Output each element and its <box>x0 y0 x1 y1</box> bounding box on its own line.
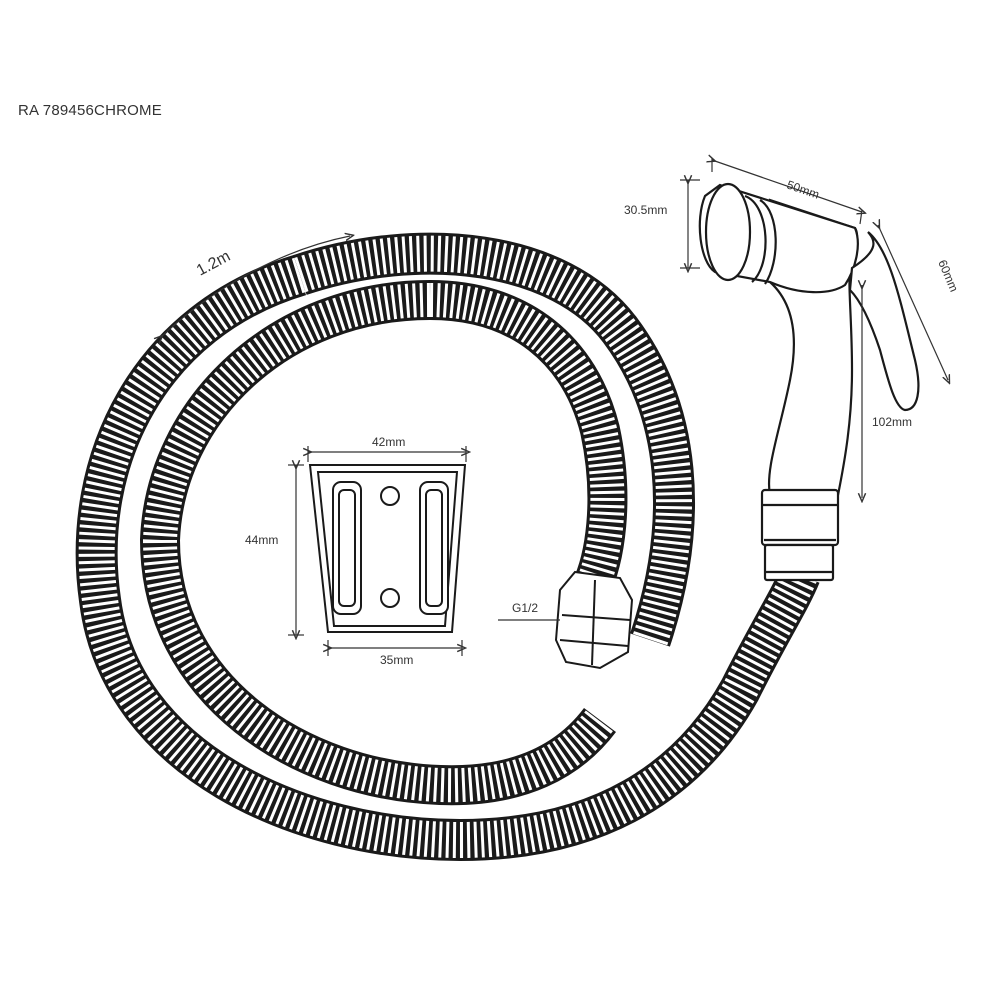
wall-bracket <box>308 464 467 633</box>
thread-size-label: G1/2 <box>512 601 538 615</box>
sprayer-length-label: 102mm <box>872 415 912 429</box>
head-height-label: 30.5mm <box>624 203 667 217</box>
hose-length-label: 1.2m <box>194 248 233 280</box>
bracket-bottom-width-label: 35mm <box>380 653 413 667</box>
hex-nut-connector <box>554 570 634 670</box>
hose-coil-top <box>293 232 695 647</box>
hose-coil-inner <box>139 280 628 806</box>
bracket-height-label: 44mm <box>245 533 278 547</box>
dimension-lines <box>160 158 948 656</box>
sprayer-head <box>698 182 920 582</box>
head-width-label: 50mm <box>785 178 821 202</box>
model-code: RA 789456CHROME <box>18 102 162 119</box>
hose-coil-outer <box>75 254 820 862</box>
trigger-length-label: 60mm <box>935 258 961 294</box>
bracket-top-width-label: 42mm <box>372 435 405 449</box>
